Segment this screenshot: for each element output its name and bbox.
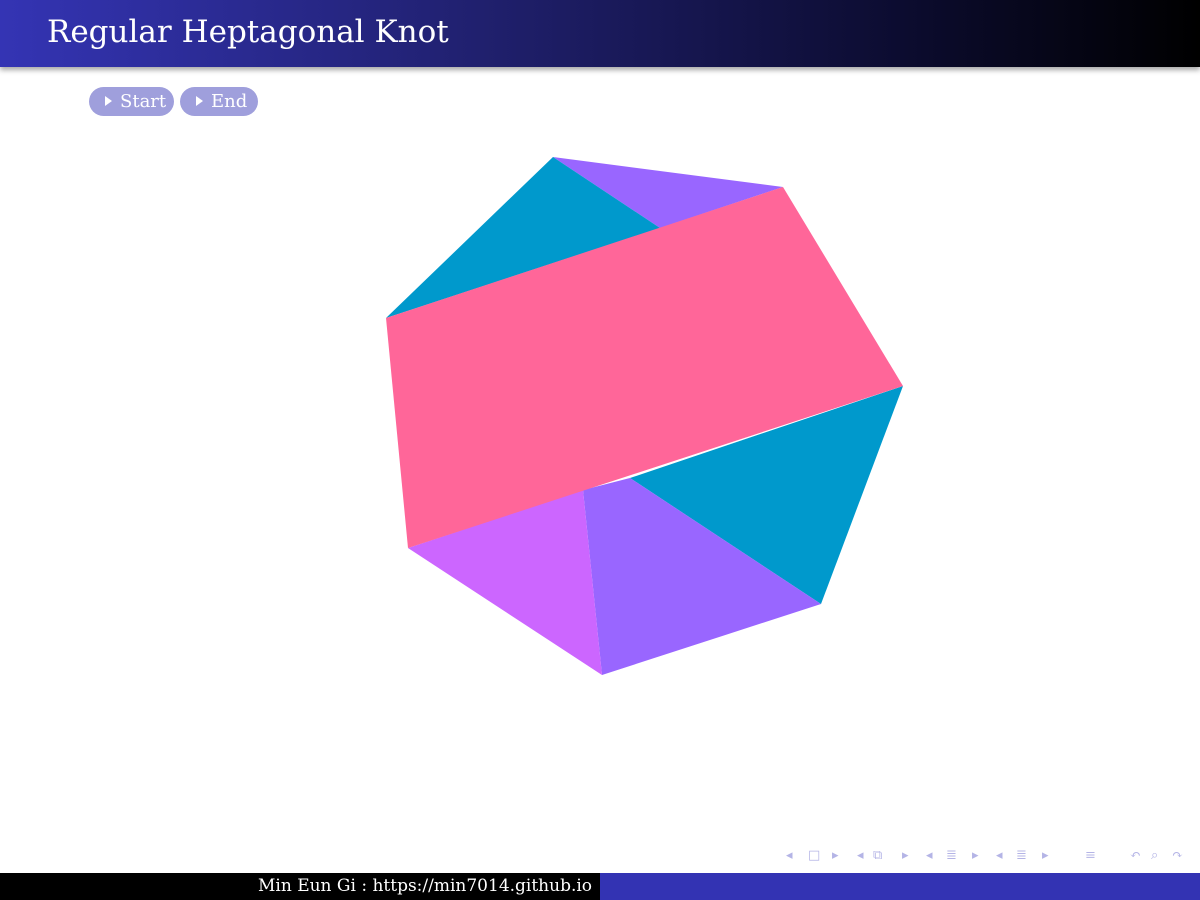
nav-left-arrow-icon[interactable]: ◂ xyxy=(857,848,864,863)
start-button[interactable]: Start xyxy=(89,87,174,116)
nav-left-arrow-icon[interactable]: ◂ xyxy=(926,848,933,863)
nav-right-arrow-icon[interactable]: ▸ xyxy=(902,848,909,863)
page-title: Regular Heptagonal Knot xyxy=(47,14,449,50)
redo-icon[interactable]: ↷ xyxy=(1172,848,1183,863)
footer-accent-box xyxy=(600,873,1200,900)
nav-right-arrow-icon[interactable]: ▸ xyxy=(972,848,979,863)
pink-front-band xyxy=(386,187,903,548)
frame-icon[interactable]: □ xyxy=(808,848,821,863)
violet-top-triangle xyxy=(553,157,783,228)
undo-icon[interactable]: ↶ xyxy=(1130,848,1141,863)
section-icon[interactable]: ≣ xyxy=(1016,848,1027,863)
nav-left-arrow-icon[interactable]: ◂ xyxy=(996,848,1003,863)
align-icon[interactable]: ≡ xyxy=(1085,848,1096,863)
subsection-icon[interactable]: ⧉ xyxy=(873,848,883,863)
magenta-bottom-triangle xyxy=(408,490,602,675)
footer-text: Min Eun Gi : https://min7014.github.io xyxy=(258,876,593,896)
search-icon[interactable]: ⌕ xyxy=(1151,848,1159,863)
violet-bottom-triangle xyxy=(583,478,821,675)
title-bar: Regular Heptagonal Knot xyxy=(0,0,1200,67)
teal-right-triangle xyxy=(630,386,903,604)
footer-author-box: Min Eun Gi : https://min7014.github.io xyxy=(0,873,600,900)
end-button[interactable]: End xyxy=(180,87,258,116)
start-button-label: Start xyxy=(120,91,167,112)
beamer-navigation-bar: ◂ □ ▸ ◂ ⧉ ▸ ◂ ≣ ▸ ◂ ≣ ▸ ≡ ↶ ⌕ ↷ xyxy=(780,845,1200,867)
nav-left-arrow-icon[interactable]: ◂ xyxy=(786,848,793,863)
play-triangle-icon xyxy=(105,96,112,106)
nav-right-arrow-icon[interactable]: ▸ xyxy=(1042,848,1049,863)
nav-right-arrow-icon[interactable]: ▸ xyxy=(832,848,839,863)
end-button-label: End xyxy=(211,91,248,112)
play-triangle-icon xyxy=(196,96,203,106)
section-icon[interactable]: ≣ xyxy=(946,848,957,863)
teal-left-triangle xyxy=(386,157,660,318)
